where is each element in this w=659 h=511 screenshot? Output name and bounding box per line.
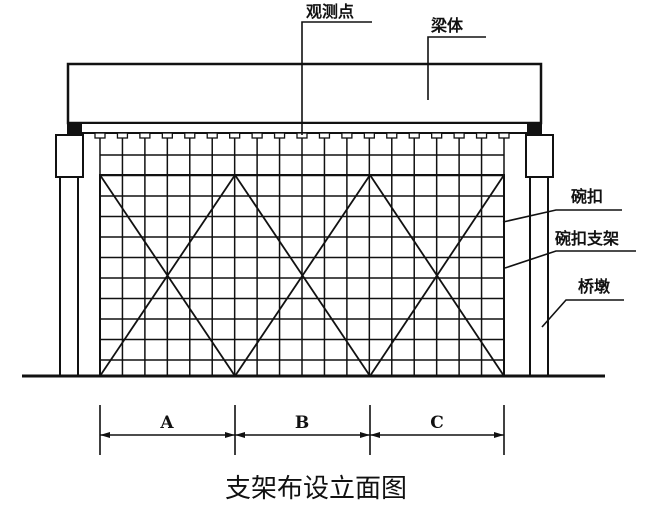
top-cap xyxy=(408,132,420,139)
top-cap xyxy=(453,132,465,139)
dim-arrow xyxy=(100,432,110,438)
bowl-buckle-support-label: 碗扣支架 xyxy=(555,229,619,248)
beam-leader xyxy=(427,36,486,100)
top-cap xyxy=(273,132,286,139)
top-cap xyxy=(251,132,263,139)
span-label-a: A xyxy=(159,413,174,433)
dim-arrow xyxy=(494,432,504,438)
left-bearing xyxy=(68,123,82,135)
observation-point-label: 观测点 xyxy=(306,2,354,21)
top-cap xyxy=(229,132,241,139)
pier-leader xyxy=(541,299,624,328)
top-cap xyxy=(386,132,398,139)
span-label-c: C xyxy=(430,413,444,433)
top-cap xyxy=(116,132,129,139)
diagonal-brace xyxy=(234,174,371,377)
top-cap xyxy=(431,132,443,139)
bowl-buckle-support-leader xyxy=(504,250,636,269)
bracing-frame xyxy=(99,174,505,377)
beam-bottom-slab xyxy=(67,122,542,134)
top-adjustable-caps xyxy=(94,132,510,139)
diagram-caption: 支架布设立面图 xyxy=(225,474,407,504)
beam-body xyxy=(66,62,543,125)
right-bearing xyxy=(527,123,541,135)
dim-arrow xyxy=(225,432,235,438)
top-cap xyxy=(206,132,218,139)
top-cap xyxy=(94,132,106,139)
diagonal-brace xyxy=(99,174,236,377)
observation-point-leader xyxy=(301,21,372,135)
top-cap xyxy=(341,132,353,139)
beam-label: 梁体 xyxy=(430,16,464,35)
top-cap xyxy=(161,132,173,139)
pier-label: 桥墩 xyxy=(578,277,611,296)
bowl-buckle-scaffold xyxy=(99,137,505,377)
span-label-b: B xyxy=(295,413,309,433)
dim-arrow xyxy=(235,432,245,438)
top-cap xyxy=(475,132,488,139)
top-cap xyxy=(498,132,510,139)
top-cap xyxy=(363,132,375,139)
dim-arrow xyxy=(360,432,370,438)
right-pier xyxy=(525,134,554,377)
bowl-buckle-leader xyxy=(502,209,622,223)
diagonal-brace xyxy=(369,174,505,377)
dim-arrow xyxy=(370,432,380,438)
top-cap xyxy=(318,132,331,139)
top-cap xyxy=(139,132,151,139)
bowl-buckle-label: 碗扣 xyxy=(571,187,603,206)
top-cap xyxy=(184,132,196,139)
left-pier xyxy=(55,134,84,377)
span-dimension-lines xyxy=(99,405,505,455)
